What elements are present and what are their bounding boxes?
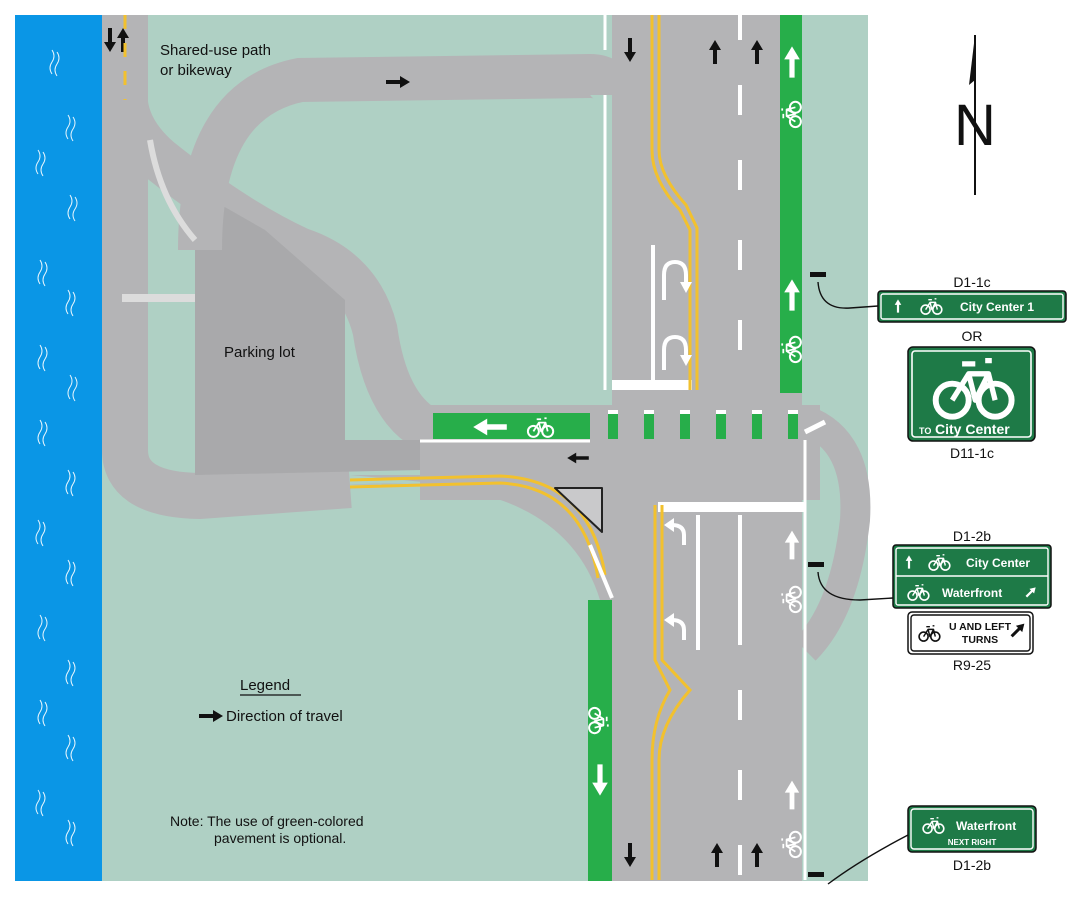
- note-line-2: pavement is optional.: [214, 830, 346, 846]
- sign-post-marker: [808, 872, 824, 877]
- sign-d11-1c-text: City Center: [935, 421, 1010, 437]
- legend-title: Legend: [240, 677, 290, 694]
- shared-use-path-west: [102, 15, 352, 520]
- stop-bar-south: [658, 502, 804, 512]
- sign-d1-1c-code: D1-1c: [953, 274, 990, 290]
- note-line-1: Note: The use of green-colored: [170, 813, 364, 829]
- sign-d1-1c-text: City Center 1: [960, 300, 1034, 314]
- north-arrow-icon: N: [954, 35, 996, 195]
- westbound-bike-lane: [433, 413, 590, 439]
- southbound-bike-lane: [588, 600, 612, 881]
- sign-d1-2b-bottom: [907, 805, 1037, 853]
- bike-crossing-markings: [608, 410, 798, 439]
- traffic-island: [554, 487, 603, 533]
- north-label: N: [954, 93, 996, 158]
- left-turn-arrow-icon: [671, 618, 686, 640]
- water-body: [15, 15, 102, 881]
- sign-d1-2b-code: D1-2b: [953, 528, 991, 544]
- sign-post-marker: [810, 272, 826, 277]
- lane-dashes: [651, 15, 742, 875]
- or-label: OR: [962, 328, 983, 344]
- left-turn-arrow-icon: [671, 523, 686, 545]
- sign-d1-2b-bottom-line2: NEXT RIGHT: [948, 838, 997, 847]
- sign-d1-2b-bottom-code: D1-2b: [953, 857, 991, 873]
- sign-r9-25-line2: TURNS: [962, 634, 998, 646]
- sign-r9-25-line1: U AND LEFT: [949, 621, 1012, 633]
- sign-d11-1c-code: D11-1c: [950, 445, 994, 461]
- path-edge-line: [147, 139, 198, 242]
- u-turn-arrow-icon: [662, 259, 688, 300]
- sign-d1-2b-row2: Waterfront: [942, 586, 1002, 600]
- sign-r9-25: [907, 611, 1034, 655]
- u-turn-arrow-icon: [662, 334, 688, 370]
- sign-d1-2b-row1: City Center: [966, 556, 1030, 570]
- parking-lot-label: Parking lot: [224, 344, 296, 361]
- shared-use-label-1: Shared-use path: [160, 42, 271, 59]
- sign-r9-25-code: R9-25: [953, 657, 991, 673]
- northbound-bike-lane: [780, 15, 802, 393]
- sign-d1-2b-bottom-line1: Waterfront: [956, 819, 1016, 833]
- water-waves: [35, 49, 78, 847]
- east-side-path: [794, 405, 871, 661]
- sign-post-marker: [808, 562, 824, 567]
- legend-item: Direction of travel: [226, 708, 343, 725]
- parking-lot: [195, 190, 420, 475]
- sign-d11-1c-prefix: TO: [919, 426, 931, 436]
- stop-bar-north: [612, 380, 692, 390]
- shared-use-label-2: or bikeway: [160, 62, 232, 79]
- path-to-north: [178, 53, 634, 251]
